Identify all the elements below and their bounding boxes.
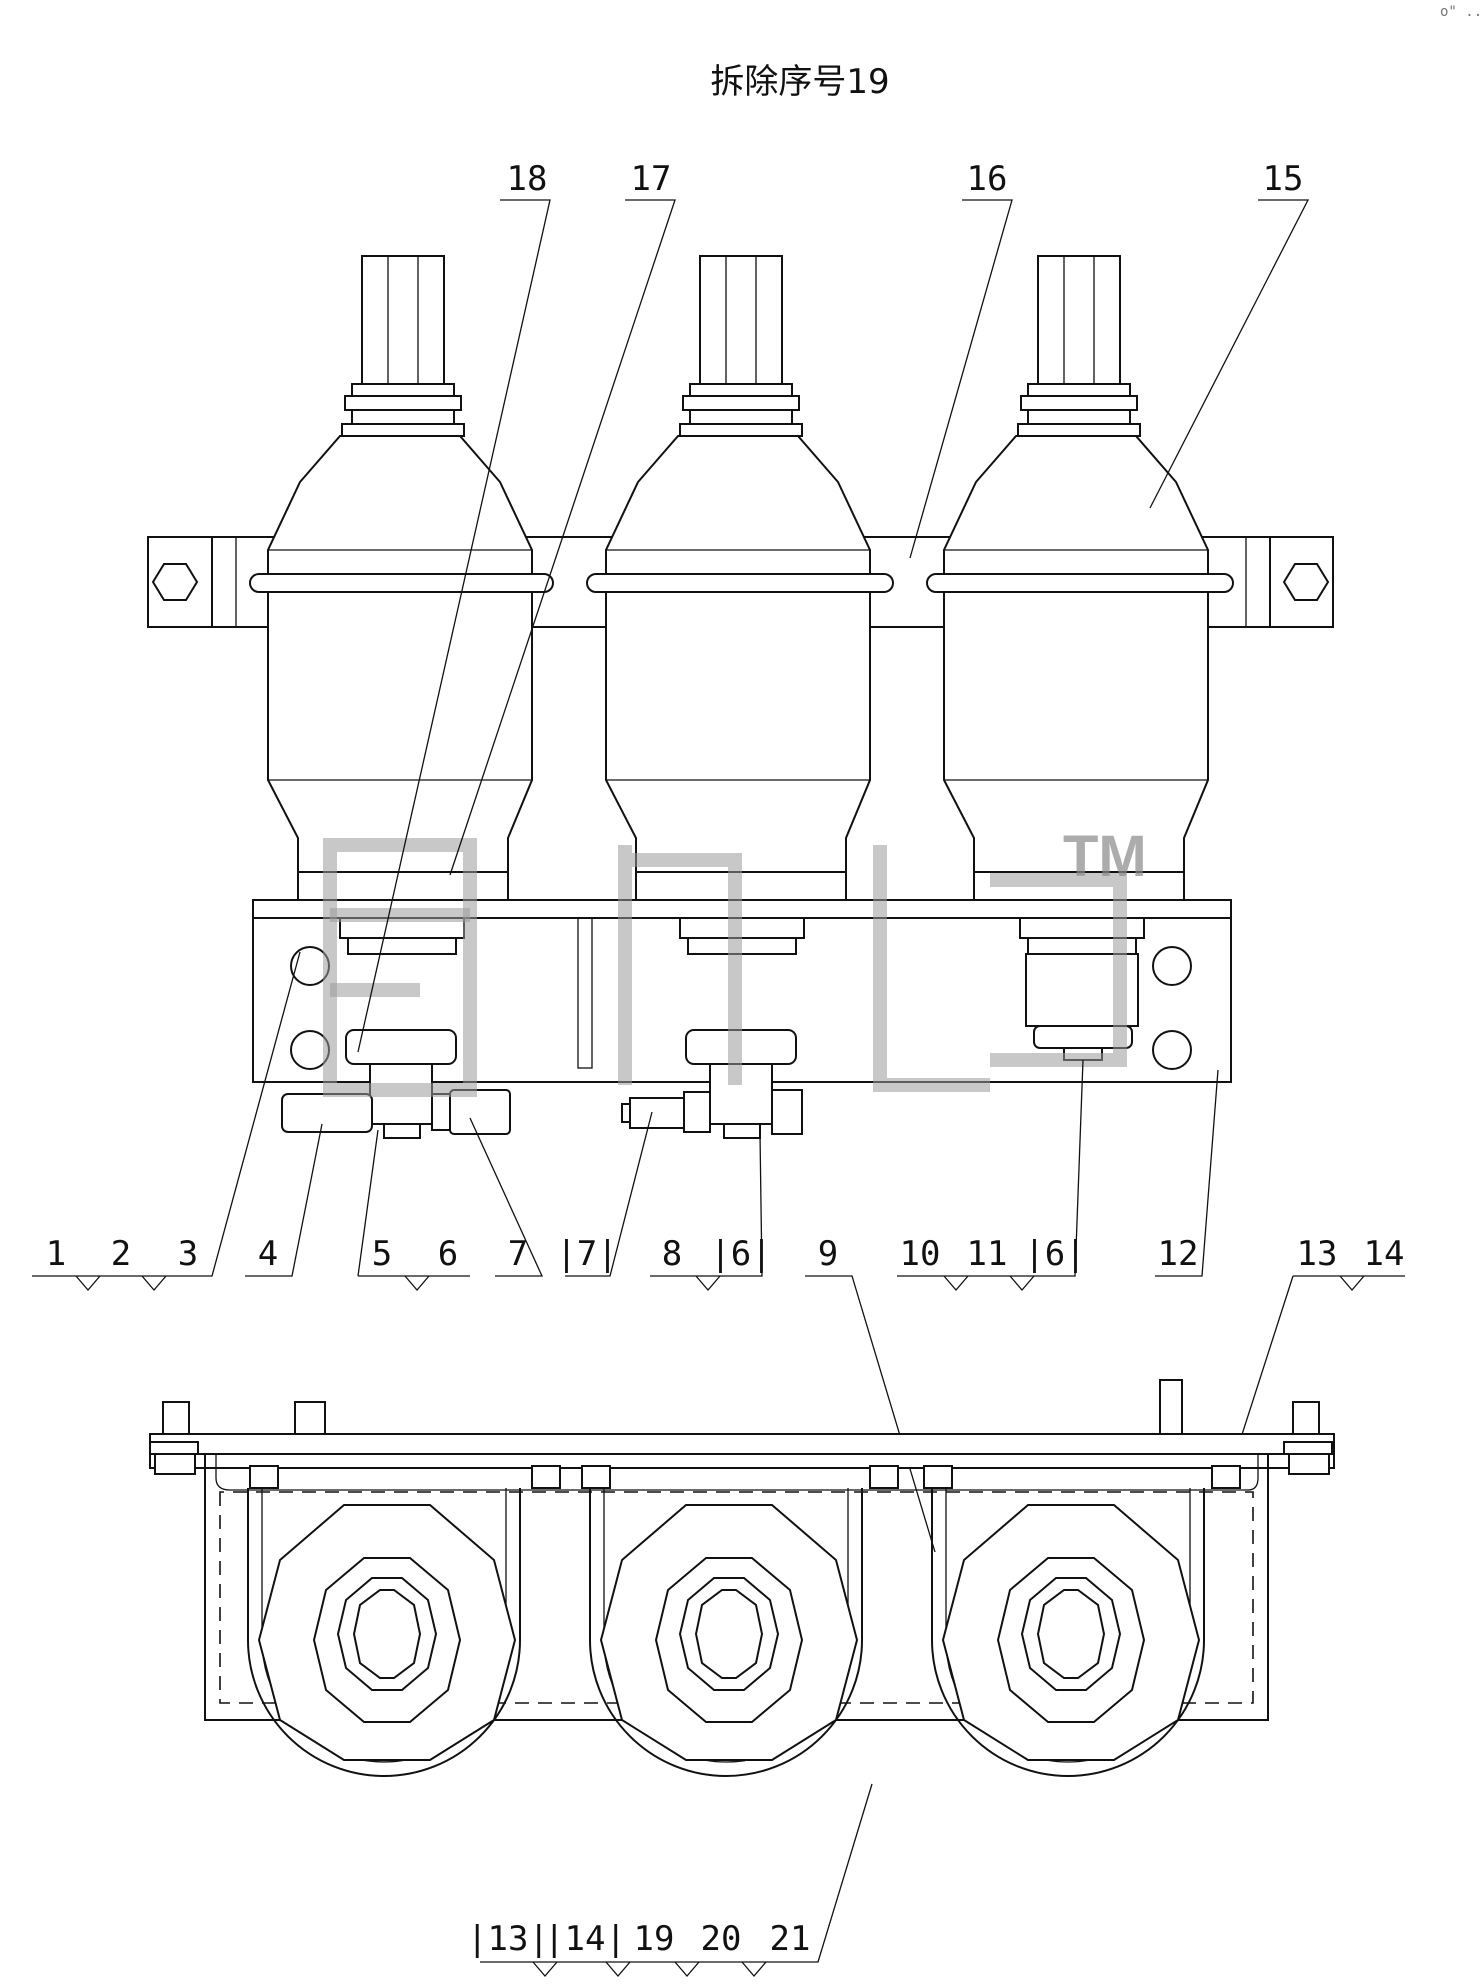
callout-label: 2: [111, 1234, 131, 1274]
accumulator-1: [267, 255, 533, 901]
callout-label: 11: [967, 1234, 1008, 1274]
callout-label: 6: [438, 1234, 458, 1274]
drawing-title: 拆除序号19: [710, 62, 889, 102]
callout-label: 9: [818, 1234, 838, 1274]
callouts-bottom: |13| |14| 19 20 21: [467, 1783, 873, 1977]
strap-bolt-left: [151, 563, 199, 601]
callout-label: 1: [46, 1234, 66, 1274]
callouts-top: 18 17 16 15: [357, 159, 1310, 1053]
callout-label: 3: [178, 1234, 198, 1274]
callout-label: 16: [967, 159, 1008, 199]
watermark-logo: TM: [323, 824, 1147, 1097]
callout-label: 10: [900, 1234, 941, 1274]
accumulator-top-2: [589, 1488, 863, 1777]
callout-label: |14|: [544, 1919, 626, 1959]
corner-mark: o" ...: [1440, 4, 1484, 20]
bottom-view: [149, 1379, 1335, 1777]
clamp-bands: [249, 573, 1234, 593]
accumulator-top-1: [247, 1488, 521, 1777]
callout-label: 13: [1297, 1234, 1338, 1274]
watermark-tm: TM: [1063, 824, 1147, 889]
callout-label: 12: [1158, 1234, 1199, 1274]
callout-label: 21: [770, 1919, 811, 1959]
callout-label: 20: [701, 1919, 742, 1959]
callouts-mid: 1 2 3 4 5 6 7 |7| 8 |6| 9 10 11 |6| 12 1…: [32, 951, 1405, 1553]
strap-bolt-right: [1282, 563, 1330, 601]
accumulator-2: [605, 255, 871, 901]
callout-label: |7|: [556, 1234, 617, 1274]
callout-label: 14: [1364, 1234, 1405, 1274]
callout-label: 5: [372, 1234, 392, 1274]
callout-label: |13|: [467, 1919, 549, 1959]
callout-label: 7: [508, 1234, 528, 1274]
accumulator-top-3: [931, 1488, 1205, 1777]
callout-label: 4: [258, 1234, 278, 1274]
callout-label: 8: [662, 1234, 682, 1274]
callout-label: 15: [1263, 159, 1304, 199]
manifold-bolt: [1152, 1030, 1192, 1070]
front-view: TM: [147, 255, 1334, 1139]
callout-label: 19: [634, 1919, 675, 1959]
callout-label: 17: [631, 159, 672, 199]
manifold-bolt: [1152, 946, 1192, 986]
callout-label: 18: [507, 159, 548, 199]
